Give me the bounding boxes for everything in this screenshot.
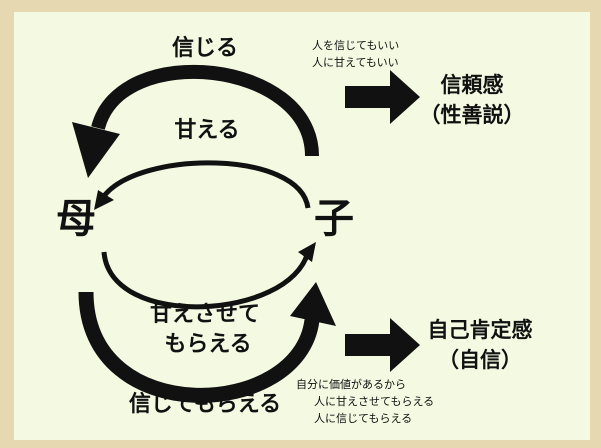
label-shinjite-moraeru: 信じてもらえる (128, 392, 282, 417)
note-line: 人に甘えてもいい (312, 56, 399, 69)
amaeru-arrowhead (94, 190, 114, 210)
shinjite-arc-arrow (78, 291, 320, 403)
top-result: 信頼感 （性善説） (420, 70, 525, 130)
note-line: 人に甘えさせてもらえる (314, 395, 435, 408)
note-line: 自分に価値があるから (296, 378, 406, 391)
bottom-note: 自分に価値があるから 人に甘えさせてもらえる 人に信じてもらえる (296, 376, 434, 427)
amaesase-arc-arrow (101, 251, 311, 310)
label-shinjiru: 信じる (171, 36, 239, 61)
note-line: 人に信じてもらえる (314, 412, 413, 425)
label-mother: 母 (56, 196, 96, 242)
result-sub: （性善説） (419, 103, 525, 127)
amaeru-arc-arrow (102, 160, 311, 209)
result-title: 信頼感 (440, 73, 504, 97)
bottom-result: 自己肯定感 （自信） (428, 315, 533, 375)
trust-arrowhead (72, 122, 120, 178)
top-note: 人を信じてもいい 人に甘えてもいい (312, 37, 399, 71)
right-arrow-bottom (345, 318, 420, 372)
result-sub: （自信） (438, 348, 522, 372)
shinjite-arrowhead (290, 282, 336, 326)
trust-arc-arrow (91, 64, 319, 157)
label-amaeru: 甘える (174, 118, 240, 143)
label-moraeru: もらえる (164, 332, 252, 357)
label-amae-sasete: 甘えさせて (149, 302, 261, 327)
right-arrow-top (345, 70, 420, 124)
result-title: 自己肯定感 (427, 318, 533, 342)
amaesase-arrowhead (298, 242, 316, 262)
label-child: 子 (314, 196, 354, 242)
note-line: 人を信じてもいい (312, 39, 400, 52)
